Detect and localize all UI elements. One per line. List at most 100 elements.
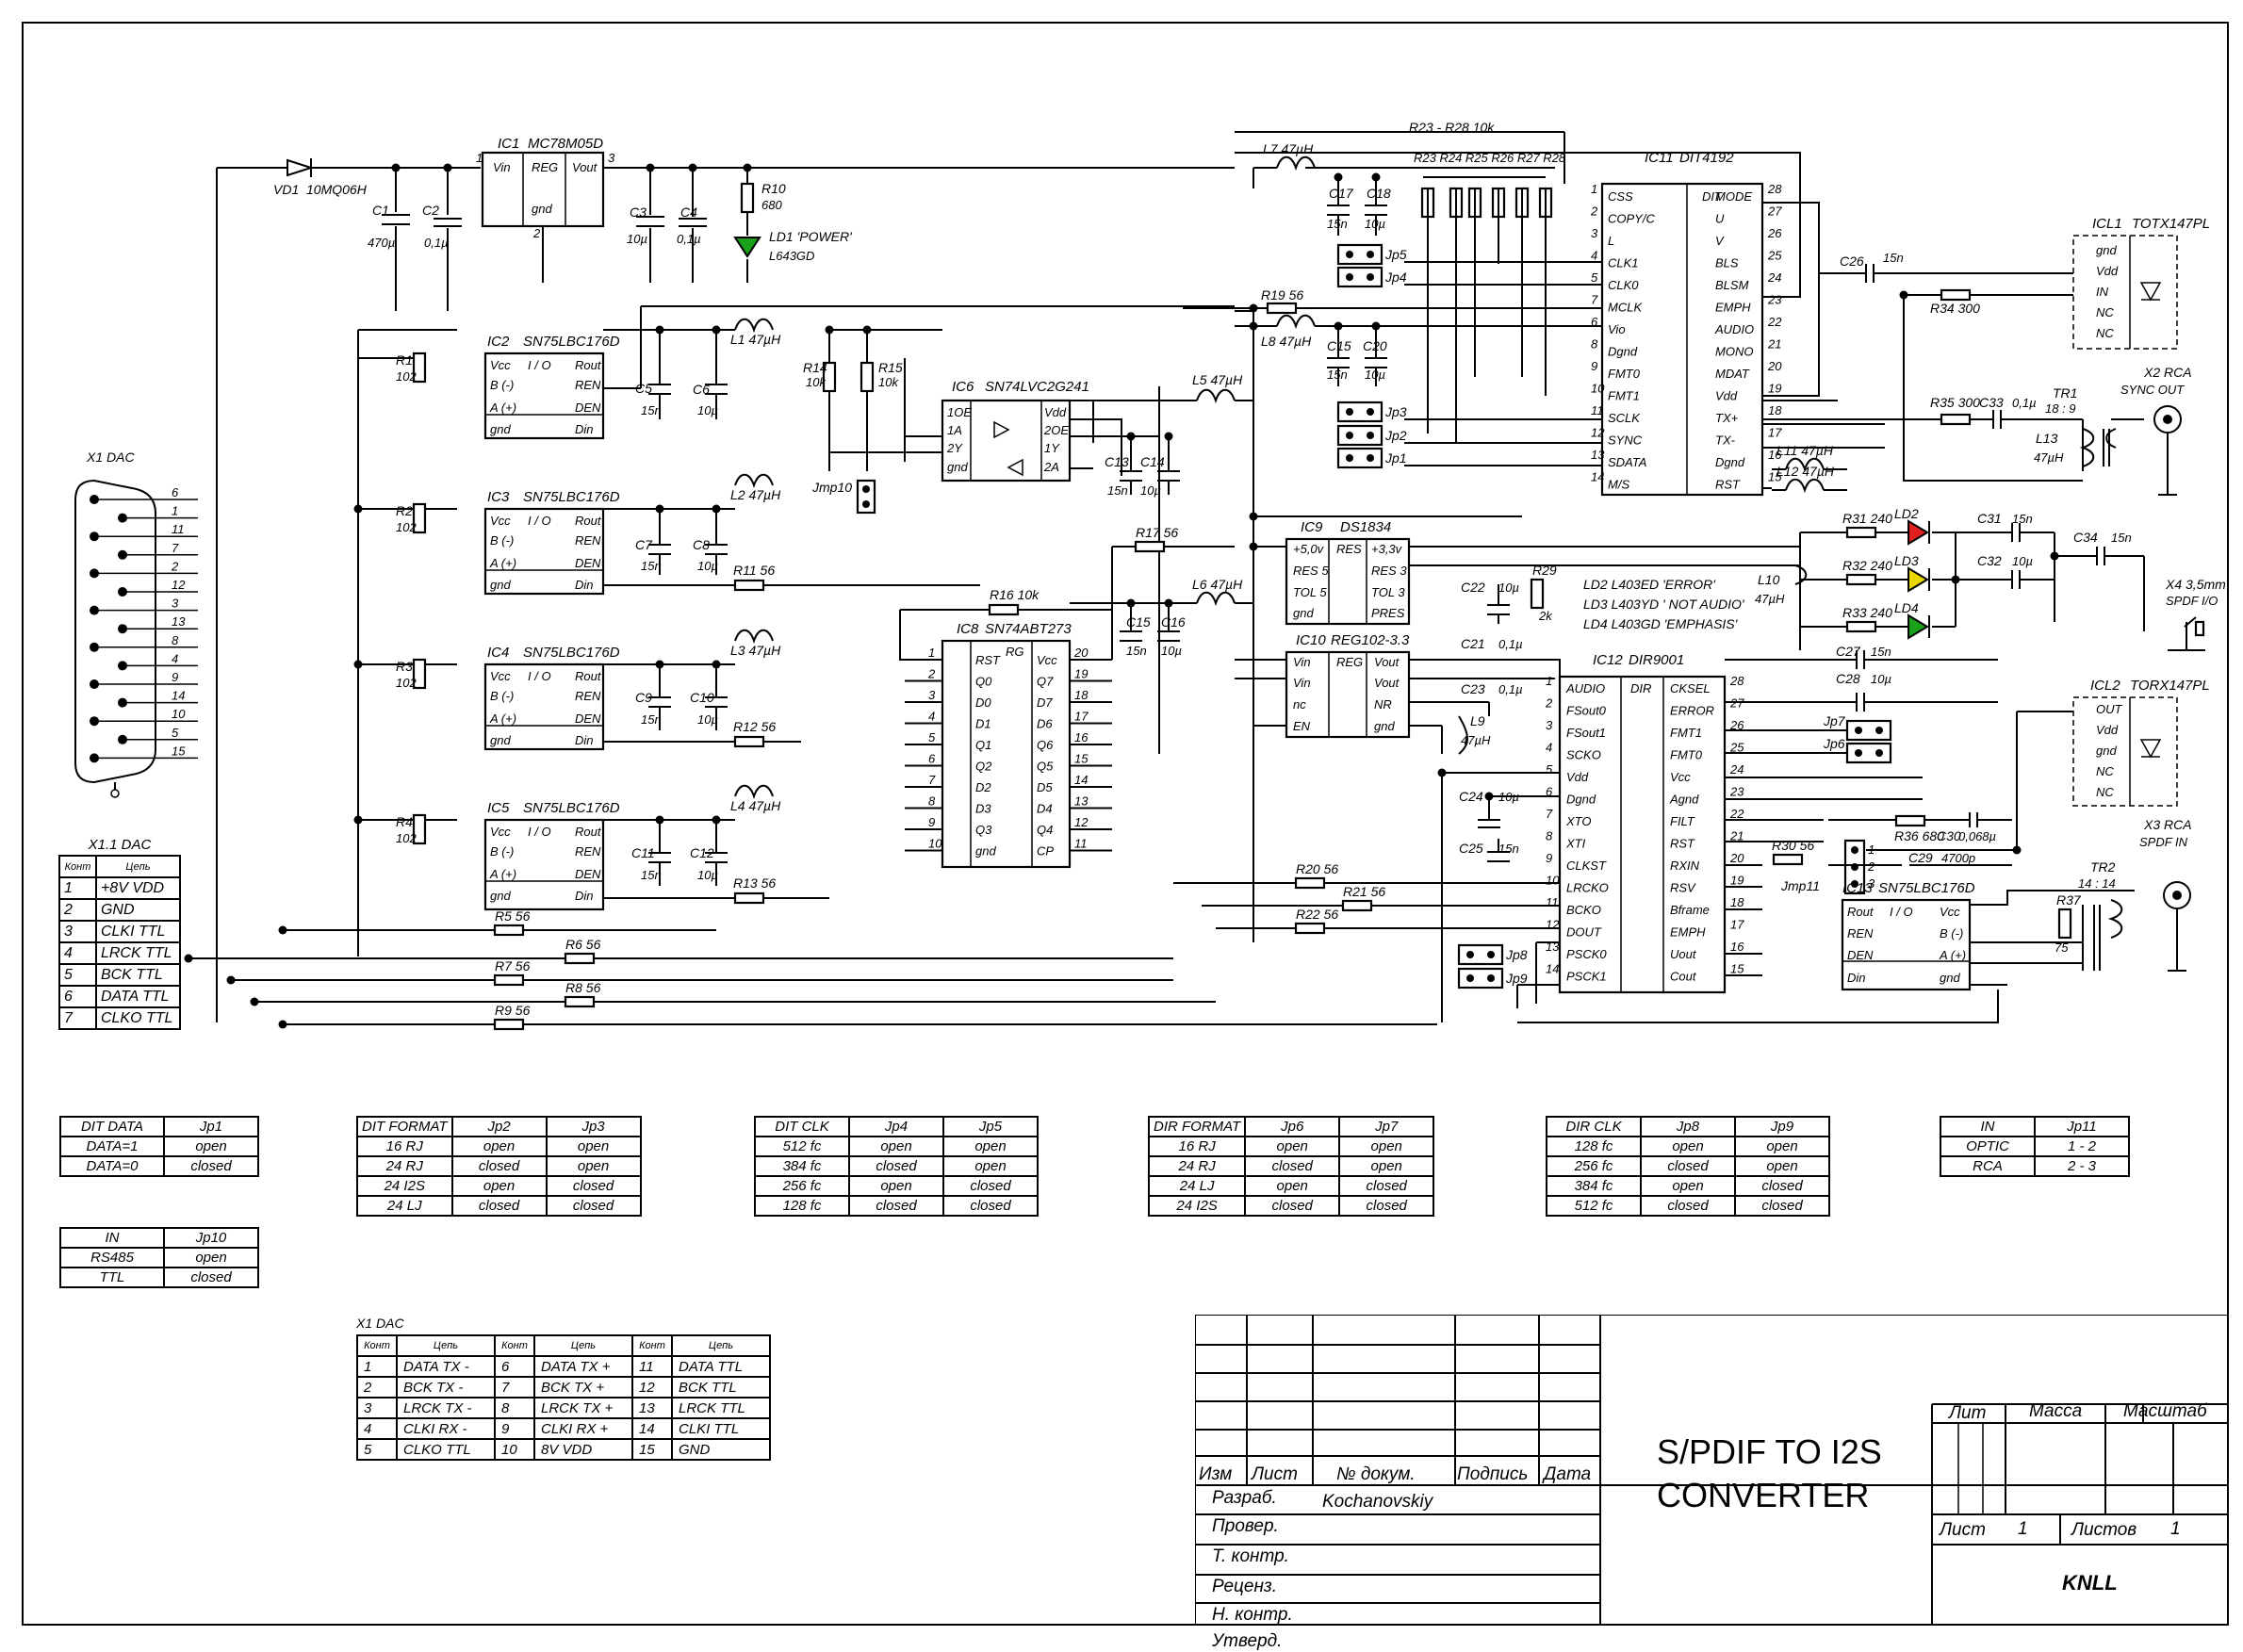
jp4 <box>1336 266 1383 288</box>
r3-value: 102 <box>396 676 417 690</box>
ic12-pin-num: 14 <box>1546 962 1559 976</box>
ic2-part: SN75LBC176D <box>523 334 620 350</box>
ic11-pin-num: 23 <box>1767 293 1782 307</box>
ic8-pin-num: 1 <box>928 646 935 660</box>
r2-label: R2 <box>396 503 413 518</box>
table-cell: closed <box>942 1175 1039 1197</box>
x1-1-cell: 7 <box>58 1006 97 1030</box>
r31 <box>1845 526 1877 539</box>
svg-text:gnd: gnd <box>1940 971 1960 985</box>
table-cell: 11 <box>631 1355 673 1378</box>
x4-jack <box>2194 620 2205 637</box>
ic11-pin-num: 15 <box>1768 470 1782 484</box>
table-cell: open <box>1244 1136 1341 1157</box>
svg-text:Din: Din <box>1847 971 1866 985</box>
svg-text:Vdd: Vdd <box>2096 264 2119 278</box>
c32-label: C32 <box>1977 553 2002 568</box>
ic12-pin-name: XTI <box>1565 837 1586 851</box>
svg-text:B (-): B (-) <box>1940 926 1963 940</box>
svg-text:B (-): B (-) <box>490 689 514 703</box>
l3-label: L3 47µH <box>730 643 781 658</box>
table-cell: closed <box>1338 1175 1435 1197</box>
ic11-pin-name: BLSM <box>1715 278 1749 292</box>
ic11-pin-num: 17 <box>1768 426 1782 440</box>
jp6 <box>1845 742 1892 764</box>
ic6-part: SN74LVC2G241 <box>985 379 1089 395</box>
svg-text:REG: REG <box>1336 655 1363 669</box>
table-cell: DATA TTL <box>671 1355 771 1378</box>
x1-1-cell: +8V VDD <box>94 876 182 900</box>
led-desc-emphasis: LD4 L403GD 'EMPHASIS' <box>1583 616 1739 631</box>
table-cell: 8 <box>494 1397 535 1419</box>
r34-label: R34 300 <box>1930 301 1980 316</box>
r16 <box>988 603 1020 616</box>
table-cell: Jp10 <box>163 1227 259 1249</box>
table-cell: DIT FORMAT <box>356 1116 453 1137</box>
ic11-pin-num: 4 <box>1591 249 1597 263</box>
table-cell: Jp9 <box>1734 1116 1830 1137</box>
title-line-1: S/PDIF TO I2S <box>1657 1432 1882 1471</box>
l11-label: L11 47µH <box>1776 443 1834 458</box>
table-cell: 256 fc <box>754 1175 850 1197</box>
ic11-pin-num: 20 <box>1767 359 1782 373</box>
c15-value: 15n <box>1126 644 1147 658</box>
ic12-pin-num: 15 <box>1730 962 1744 976</box>
l9-value: 47µH <box>1461 733 1491 747</box>
table-cell: 24 LJ <box>1147 1175 1247 1197</box>
table-cell: OPTIC <box>1940 1136 2036 1157</box>
hdr-lit: Лит <box>1949 1403 1987 1423</box>
c15b-value: 15n <box>1327 368 1348 382</box>
jp3 <box>1336 401 1383 423</box>
c4-label: C4 <box>680 204 697 220</box>
ic12-pin-num: 5 <box>1546 762 1553 777</box>
ic8-pin-name: Q5 <box>1037 760 1054 774</box>
c16-value: 10µ <box>1161 644 1182 658</box>
c20-value: 10µ <box>1365 368 1385 382</box>
ic8-pin-num: 2 <box>927 667 936 681</box>
ic11-pin-name: CLK1 <box>1608 256 1639 270</box>
hdr-sheets: Листов <box>2071 1520 2137 1540</box>
ic12-pin-name: CKSEL <box>1670 681 1711 695</box>
db15-pin-number: 5 <box>172 726 179 740</box>
db15-pin-number: 10 <box>172 707 186 721</box>
ic8-part: SN74ABT273 <box>985 621 1072 637</box>
svg-text:DEN: DEN <box>1847 948 1874 962</box>
c17-label: C17 <box>1329 186 1354 201</box>
svg-text:nc: nc <box>1293 697 1306 712</box>
ic11-pin-num: 19 <box>1768 382 1781 396</box>
svg-text:Vin: Vin <box>1293 655 1311 669</box>
table-cell: 2 - 3 <box>2034 1155 2130 1177</box>
c33-value: 0,1µ <box>2012 396 2037 410</box>
c14-value: 10µ <box>1140 483 1161 498</box>
svg-text:Vdd: Vdd <box>1044 405 1067 419</box>
l1-label: L1 47µH <box>730 332 781 347</box>
svg-text:A (+): A (+) <box>489 401 516 415</box>
table-cell: 128 fc <box>1546 1136 1642 1157</box>
x4-label: X4 3,5mm <box>2165 577 2226 592</box>
svg-text:DIT: DIT <box>1702 189 1723 204</box>
hdr-date: Дата <box>1544 1464 1592 1484</box>
c5-value: 15n <box>641 403 662 417</box>
table-cell: 12 <box>631 1376 673 1398</box>
svg-text:2Y: 2Y <box>946 441 963 455</box>
ic8-pin-name: D1 <box>975 717 991 731</box>
jp6-label: Jp6 <box>1823 736 1845 751</box>
c30-value: 0,068µ <box>1958 829 1996 843</box>
table-cell: open <box>1338 1136 1435 1157</box>
table-cell: LRCK TTL <box>671 1397 771 1419</box>
ic11-pin-num: 7 <box>1591 293 1598 307</box>
ic8-pin-num: 20 <box>1073 646 1089 660</box>
svg-text:EN: EN <box>1293 719 1311 733</box>
svg-text:gnd: gnd <box>490 422 511 436</box>
c11-label: C11 <box>631 845 655 860</box>
